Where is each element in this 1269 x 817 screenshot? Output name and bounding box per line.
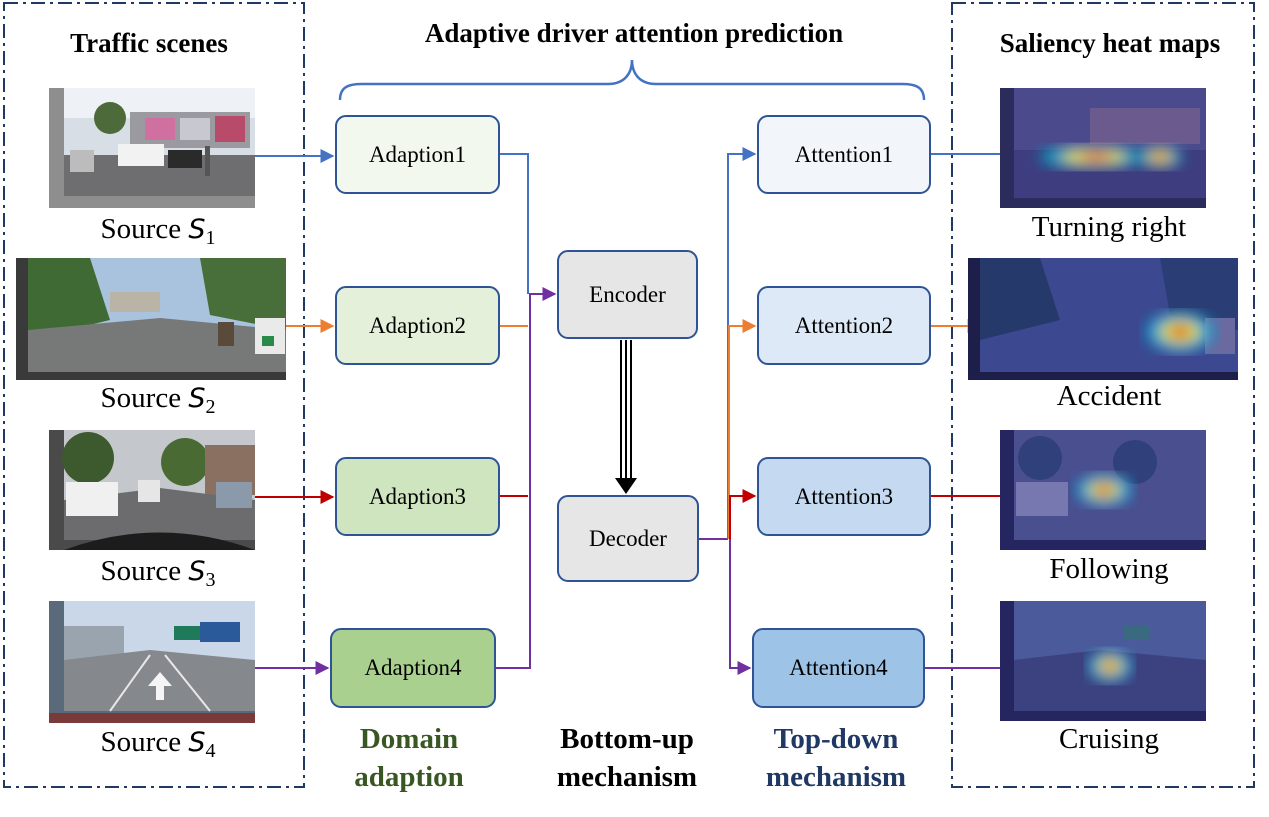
decoder-to-attention2-wire — [728, 319, 757, 539]
heatmap4-photo — [1000, 601, 1206, 721]
adaption1-to-encoder-wire — [500, 153, 529, 294]
decoder-to-attention1-wire — [727, 147, 757, 539]
source1-photo — [49, 88, 255, 208]
heatmap3-photo — [1000, 430, 1206, 550]
map3-caption: Following — [1049, 553, 1169, 585]
heatmap1-photo — [1000, 88, 1206, 208]
encoder-node: Encoder — [557, 250, 698, 339]
saliency-title: Saliency heat maps — [999, 28, 1221, 58]
attention4-node: Attention4 — [752, 628, 925, 708]
map2-caption: Accident — [1056, 380, 1162, 412]
source3-photo — [49, 430, 255, 550]
diagram-title: Adaptive driver attention prediction — [424, 18, 844, 48]
attention2-node: Attention2 — [757, 286, 931, 365]
adaption2-node: Adaption2 — [335, 286, 500, 365]
source3-caption: Source S3 — [100, 555, 216, 591]
grouping-brace — [338, 59, 926, 101]
saliency-panel — [951, 2, 1255, 788]
source1-caption: Source S1 — [100, 213, 216, 249]
decoder-to-attention3-wire — [729, 489, 757, 539]
source4-photo — [49, 601, 255, 723]
adaption4-node: Adaption4 — [330, 628, 496, 708]
map1-caption: Turning right — [1031, 211, 1187, 243]
adaption4-to-encoder-wire — [496, 287, 557, 669]
map4-caption: Cruising — [1059, 723, 1159, 755]
source4-caption: Source S4 — [100, 726, 216, 762]
adaption3-node: Adaption3 — [335, 457, 500, 536]
traffic-scenes-title: Traffic scenes — [70, 28, 228, 58]
decoder-node: Decoder — [557, 495, 699, 582]
source2-caption: Source S2 — [100, 382, 216, 418]
attention3-node: Attention3 — [757, 457, 931, 536]
decoder-to-attention4-wire — [729, 539, 752, 675]
traffic-scenes-panel — [3, 2, 305, 788]
heatmap2-photo — [968, 258, 1238, 380]
source2-photo — [16, 258, 286, 380]
attention1-node: Attention1 — [757, 115, 931, 194]
adaption1-node: Adaption1 — [335, 115, 500, 194]
